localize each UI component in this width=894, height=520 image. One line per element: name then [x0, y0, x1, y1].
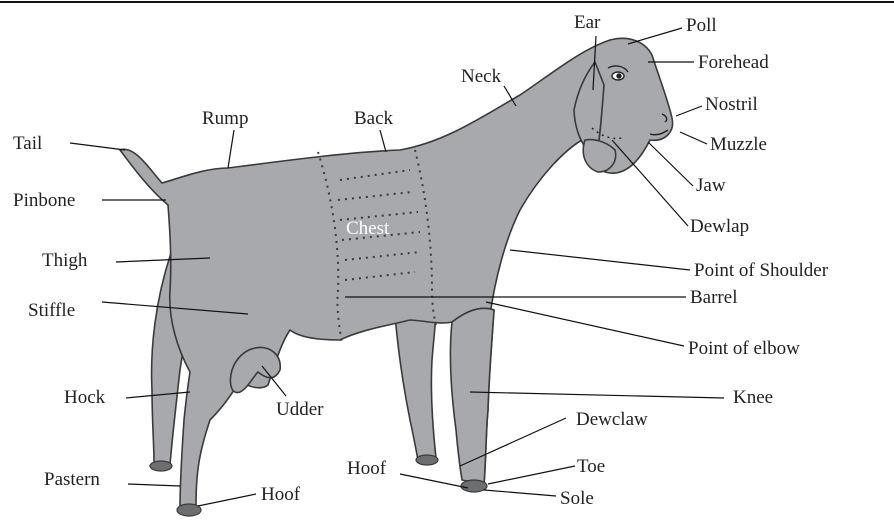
label-jaw: Jaw: [696, 175, 726, 196]
label-barrel: Barrel: [690, 287, 737, 308]
label-chest: Chest: [346, 218, 390, 239]
eye-pupil: [617, 74, 621, 78]
leader-toe: [488, 466, 575, 484]
leader-knee: [470, 392, 724, 398]
label-rump: Rump: [202, 108, 248, 129]
hoof-rear-far: [150, 461, 172, 471]
far-front-leg: [395, 310, 436, 460]
leader-rump: [228, 130, 234, 168]
leader-point-of-shoulder: [510, 250, 690, 270]
leader-pastern: [128, 484, 180, 486]
hoof-front-far: [416, 455, 438, 465]
leader-sole: [484, 490, 556, 496]
hoof-front-near: [461, 480, 487, 492]
label-hoof-rear: Hoof: [261, 484, 301, 505]
hoof-rear-near: [177, 504, 201, 516]
leader-jaw: [648, 142, 693, 186]
label-forehead: Forehead: [698, 52, 769, 73]
label-point-of-elbow: Point of elbow: [688, 338, 800, 359]
label-hock: Hock: [64, 387, 106, 408]
label-knee: Knee: [733, 387, 773, 408]
label-sole: Sole: [560, 488, 594, 509]
label-back: Back: [354, 108, 394, 129]
leader-back: [380, 130, 386, 152]
label-muzzle: Muzzle: [710, 134, 767, 155]
near-front-leg: [450, 308, 494, 484]
label-hoof-front: Hoof: [347, 458, 387, 479]
label-neck: Neck: [461, 66, 502, 87]
leader-hoof-rear: [198, 494, 256, 506]
label-nostril: Nostril: [705, 94, 758, 115]
label-stiffle: Stiffle: [28, 300, 75, 321]
leader-point-of-elbow: [486, 302, 684, 346]
leader-hoof-front: [400, 474, 468, 488]
label-pastern: Pastern: [44, 469, 100, 490]
leader-nostril: [676, 106, 702, 116]
hooves: [150, 455, 487, 516]
label-tail: Tail: [13, 133, 42, 154]
leader-dewlap: [612, 140, 688, 226]
label-point-of-shoulder: Point of Shoulder: [694, 260, 829, 281]
label-pinbone: Pinbone: [13, 190, 75, 211]
leader-muzzle: [680, 132, 707, 144]
label-dewlap: Dewlap: [690, 216, 749, 237]
label-udder: Udder: [276, 399, 324, 420]
leader-tail: [70, 143, 125, 150]
leader-poll: [628, 28, 682, 44]
label-ear: Ear: [574, 12, 601, 33]
label-thigh: Thigh: [42, 250, 88, 271]
label-toe: Toe: [577, 456, 605, 477]
label-dewclaw: Dewclaw: [576, 409, 648, 430]
label-poll: Poll: [686, 15, 717, 36]
